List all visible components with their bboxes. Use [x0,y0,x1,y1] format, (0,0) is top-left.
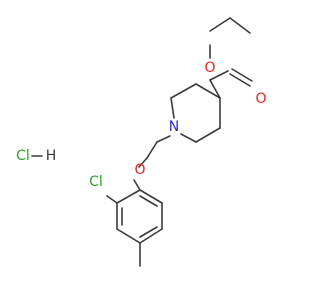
bond-ch2-ether-o [138,157,148,168]
bond-aryl-c4-c5 [139,228,163,244]
bond-ring-c6-c5 [195,127,221,143]
bond-aryl-chlorine [106,195,118,204]
bond-aryl-c1-c2 [116,189,141,204]
bond-ethyl-ch2-o [209,17,231,32]
bond-carbonyl-double-1 [231,68,253,82]
bond-carbonyl-double-2 [229,73,251,87]
carbonyl-oxygen-label: O [255,91,266,107]
bond-ch2-ch2 [146,141,158,159]
bond-aryl-c3-c4 [116,228,141,244]
bond-carbonyl-c-ring-c4 [209,79,221,99]
bond-ester-o-carbonyl-c [209,70,229,81]
salt-chlorine-label: Cl [16,148,30,164]
ester-oxygen-label: O [204,60,215,76]
structure-diagram: O O N O Cl Cl H [16,17,267,267]
ether-oxygen-label: O [134,162,145,178]
ring-nitrogen-label: N [169,119,179,135]
bond-ethyl-ch3-ch2 [229,17,251,34]
salt-hydrogen-label: H [46,148,57,164]
bond-aryl-c6-c1 [139,189,163,204]
bond-n-ch2 [156,135,171,143]
bond-ring-n-c6 [180,133,197,143]
chlorine-label: Cl [89,174,103,190]
bond-aryl-inner-2 [139,226,158,238]
bond-ring-c4-c3 [195,83,221,99]
bond-ring-c3-c2 [170,83,197,99]
bond-ether-o-aryl-c1 [133,179,141,191]
bond-ring-c2-n [170,97,175,119]
bond-aryl-inner-3 [139,195,158,207]
